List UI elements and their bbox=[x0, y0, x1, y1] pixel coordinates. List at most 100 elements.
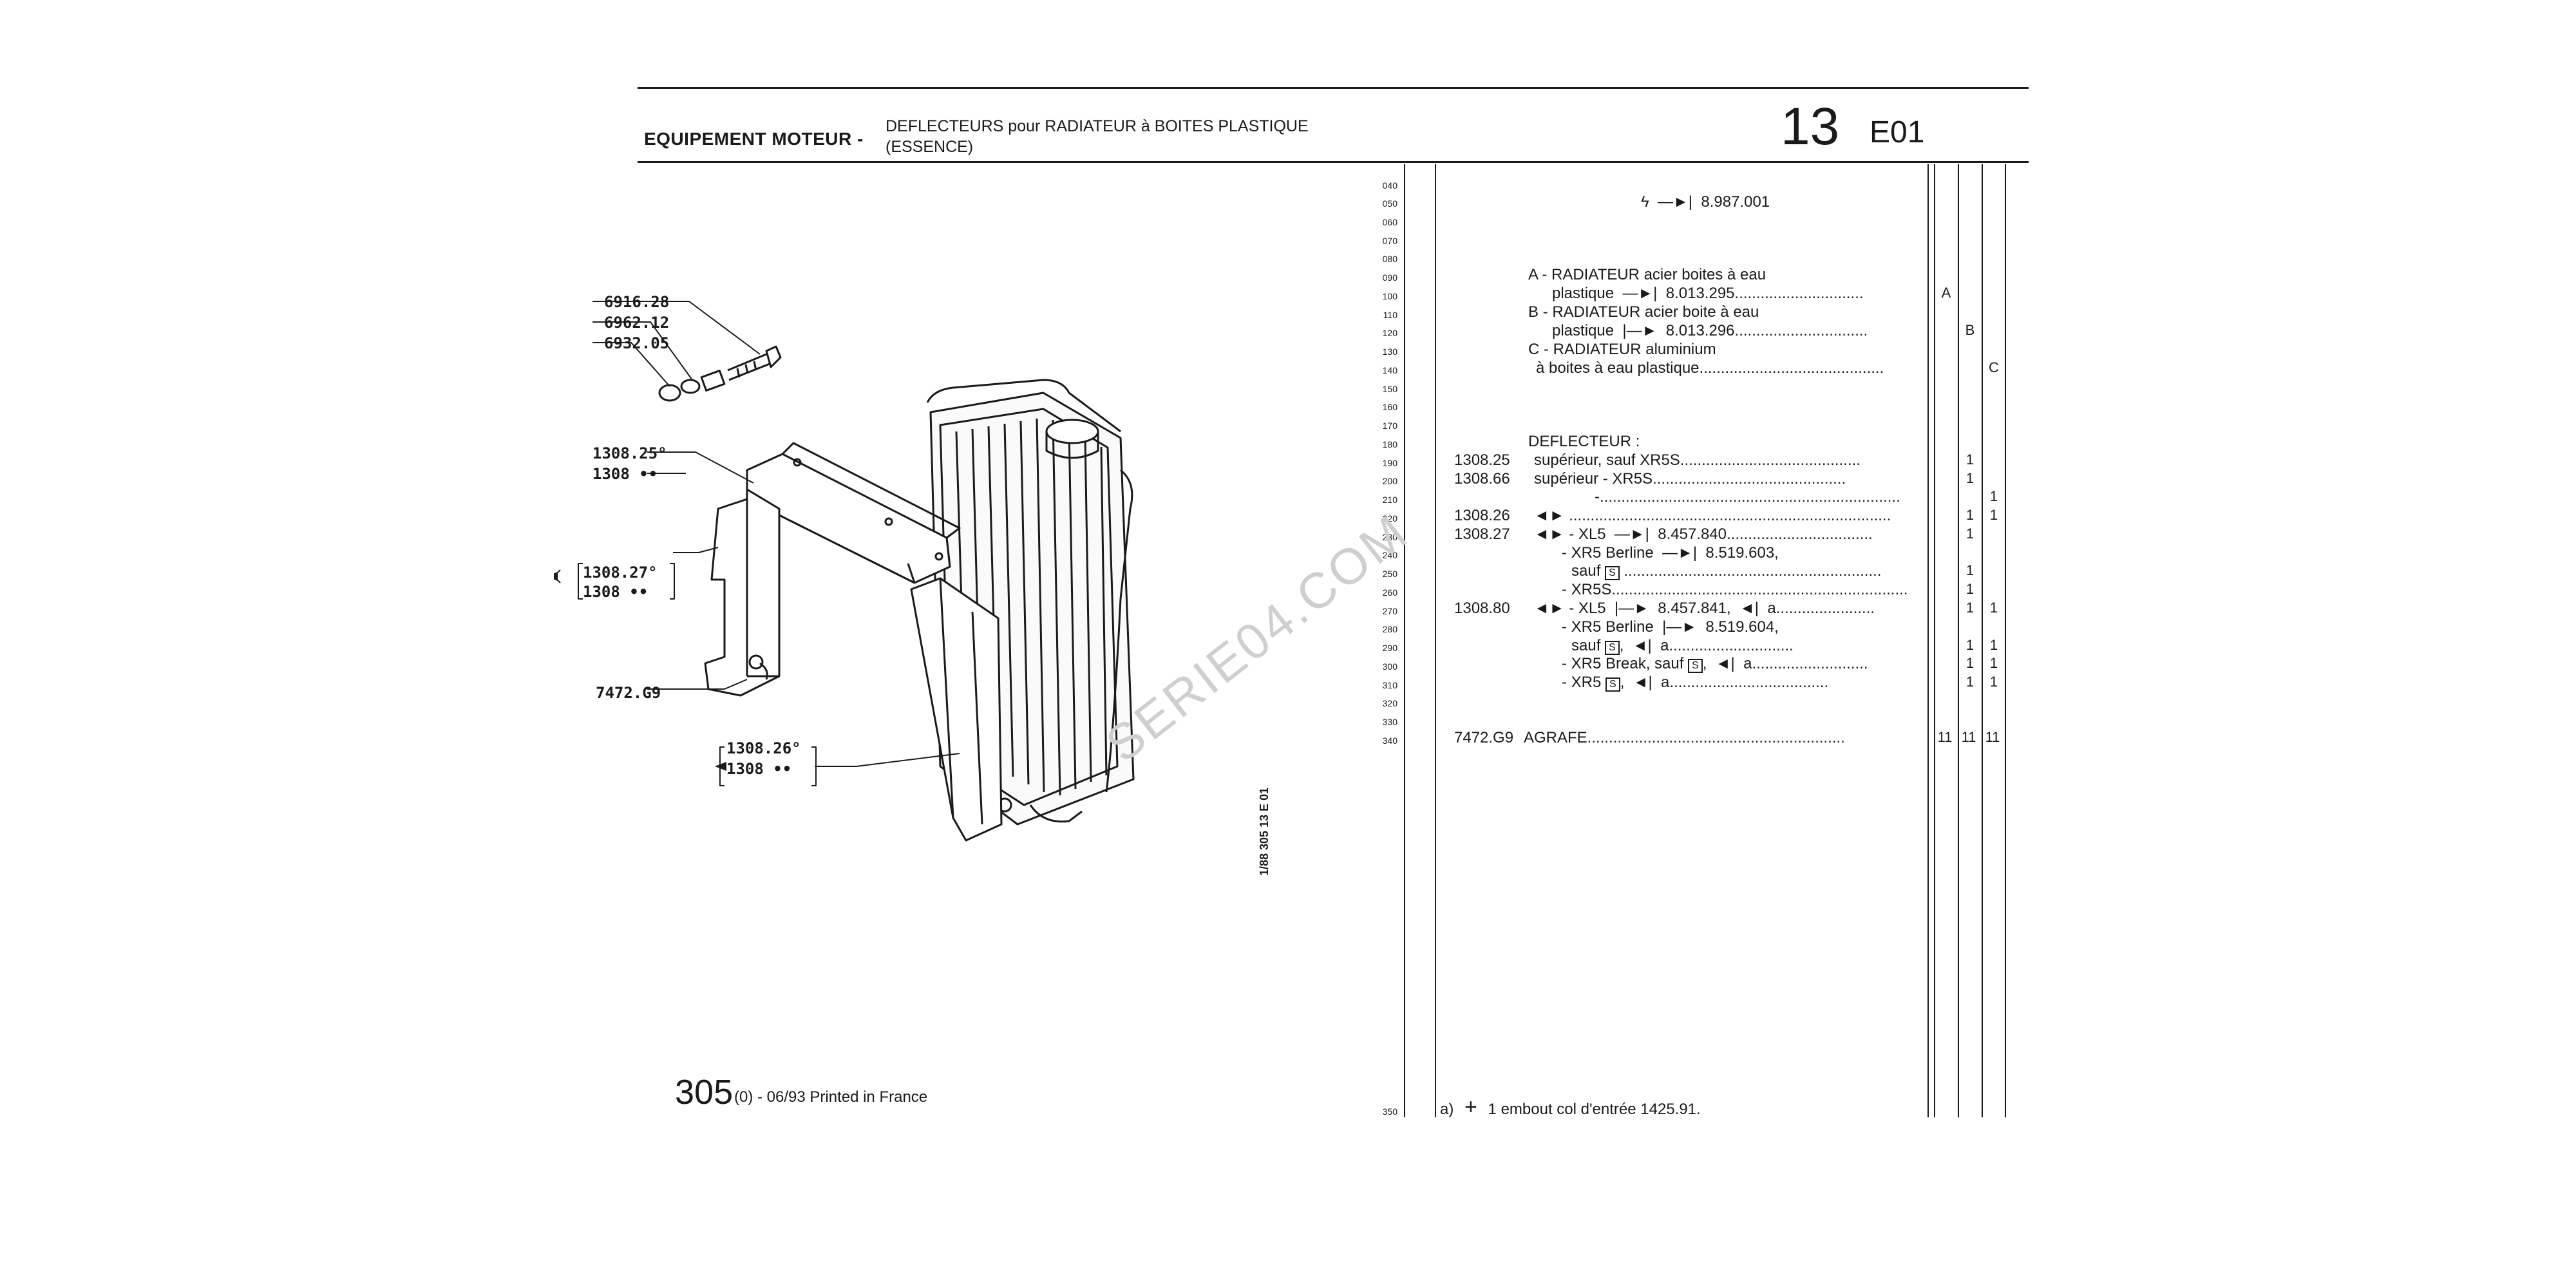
qty-cell: 1 bbox=[1965, 470, 1975, 486]
line-number: 190 bbox=[1382, 458, 1397, 468]
callout-6962-12: 6962.12 bbox=[604, 314, 670, 332]
table-row: - XR5 Break, sauf S, ◄| a...............… bbox=[1562, 655, 1868, 673]
table-row: AGRAFE..................................… bbox=[1524, 729, 1845, 746]
page-title: DEFLECTEURS pour RADIATEUR à BOITES PLAS… bbox=[886, 116, 1309, 157]
line-number: 250 bbox=[1382, 569, 1397, 579]
arrow-to-bar-icon: —►| bbox=[1618, 285, 1662, 302]
variant-b: B bbox=[1965, 322, 1975, 338]
part-ref: 1308.80 bbox=[1454, 600, 1510, 617]
line-number: 060 bbox=[1382, 217, 1397, 227]
line-number: 330 bbox=[1382, 717, 1397, 727]
callout-1308: 1308 •• bbox=[726, 760, 792, 778]
footer-info: (0) - 06/93 Printed in France bbox=[734, 1088, 928, 1106]
left-right-arrow-icon: ◄► bbox=[1534, 526, 1565, 543]
variant-c: C bbox=[1989, 359, 1999, 375]
group-code: E01 bbox=[1870, 115, 1925, 149]
bar-to-arrow-icon: |—► bbox=[1610, 600, 1654, 617]
line-number: 080 bbox=[1382, 254, 1397, 264]
left-right-arrow-icon: ◄► bbox=[1534, 600, 1565, 617]
callout-6916-28: 6916.28 bbox=[604, 293, 670, 311]
line-number: 340 bbox=[1382, 735, 1397, 746]
table-row: ◄► - XL5 —►| 8.457.840..................… bbox=[1534, 526, 1873, 543]
line-number: 040 bbox=[1382, 180, 1397, 191]
top-rule bbox=[638, 87, 2029, 89]
section-title: EQUIPEMENT MOTEUR - bbox=[644, 129, 864, 149]
part-ref: 1308.25 bbox=[1454, 451, 1510, 469]
header-rule bbox=[638, 161, 2029, 163]
line-number: 310 bbox=[1382, 680, 1397, 690]
table-row: C - RADIATEUR aluminium bbox=[1528, 341, 1716, 358]
table-row: ϟ —►| 8.987.001 bbox=[1641, 193, 1770, 211]
line-number: 300 bbox=[1382, 661, 1397, 672]
table-row: - XR5S..................................… bbox=[1562, 581, 1908, 598]
table-row: supérieur - XR5S........................… bbox=[1534, 470, 1846, 488]
line-number: 050 bbox=[1382, 198, 1397, 209]
table-row: - XR5 Berline —►| 8.519.603, bbox=[1562, 544, 1779, 562]
qty-cell: 11 bbox=[1937, 729, 1953, 745]
left-triangle-icon: ◄| bbox=[1628, 637, 1656, 654]
table-row: - XR5 S, ◄| a...........................… bbox=[1562, 674, 1829, 692]
qty-cell: 1 bbox=[1965, 600, 1975, 616]
line-number: 350 bbox=[1382, 1106, 1397, 1117]
table-rule-1 bbox=[1404, 164, 1405, 1117]
line-number: 200 bbox=[1382, 476, 1397, 486]
qty-cell: 1 bbox=[1989, 637, 1998, 653]
footnote: a) + 1 embout col d'entrée 1425.91. bbox=[1440, 1095, 1701, 1119]
qty-cell: 1 bbox=[1989, 507, 1998, 523]
fastener-drawing bbox=[658, 345, 782, 402]
qty-cell: 1 bbox=[1965, 526, 1975, 542]
line-number: 210 bbox=[1382, 495, 1397, 505]
part-ref: 7472.G9 bbox=[1454, 729, 1514, 746]
variant-arrow-icon bbox=[554, 572, 558, 581]
part-ref: 1308.26 bbox=[1454, 507, 1510, 524]
qty-cell: 1 bbox=[1965, 655, 1975, 671]
qty-cell: 11 bbox=[1961, 729, 1976, 745]
table-row: sauf S, ◄| a............................… bbox=[1571, 637, 1794, 655]
bar-to-arrow-icon: |—► bbox=[1658, 618, 1701, 636]
line-number: 140 bbox=[1382, 365, 1397, 375]
line-number: 320 bbox=[1382, 698, 1397, 708]
table-row: - XR5 Berline |—► 8.519.604, bbox=[1562, 618, 1779, 636]
line-number: 220 bbox=[1382, 513, 1397, 524]
line-number: 180 bbox=[1382, 439, 1397, 450]
table-row: plastique —►| 8.013.295.................… bbox=[1552, 285, 1864, 302]
line-number: 090 bbox=[1382, 272, 1397, 283]
bar-to-arrow-icon: |—► bbox=[1618, 322, 1662, 339]
callout-6932-05: 6932.05 bbox=[604, 334, 670, 352]
qty-cell: 1 bbox=[1965, 562, 1975, 578]
part-ref: 1308.66 bbox=[1454, 470, 1510, 488]
table-row: B - RADIATEUR acier boite à eau bbox=[1528, 303, 1759, 321]
line-number: 280 bbox=[1382, 624, 1397, 634]
qty-cell: 1 bbox=[1965, 507, 1975, 523]
table-row: ◄► - XL5 |—► 8.457.841, ◄| a............… bbox=[1534, 600, 1875, 617]
exploded-view-diagram bbox=[554, 301, 1135, 842]
table-row: à boites à eau plastique................… bbox=[1536, 359, 1884, 377]
table-row: ◄► .....................................… bbox=[1534, 507, 1891, 524]
line-number: 170 bbox=[1382, 421, 1397, 431]
table-row: A - RADIATEUR acier boites à eau bbox=[1528, 266, 1766, 283]
table-row: plastique |—► 8.013.296.................… bbox=[1552, 322, 1868, 339]
callout-leaders bbox=[554, 301, 960, 767]
line-number: 160 bbox=[1382, 402, 1397, 412]
s-badge: S bbox=[1605, 677, 1620, 692]
s-badge: S bbox=[1688, 659, 1703, 673]
callout-1308-25: 1308.25° bbox=[592, 444, 667, 462]
arrow-to-bar-icon: —►| bbox=[1653, 193, 1697, 211]
line-number: 110 bbox=[1383, 310, 1397, 320]
callout-1308-27: 1308.27° bbox=[583, 564, 658, 582]
s-badge: S bbox=[1605, 566, 1620, 580]
line-number: 230 bbox=[1382, 532, 1397, 542]
table-row: sauf S .................................… bbox=[1571, 562, 1882, 580]
plus-icon: + bbox=[1464, 1095, 1477, 1119]
page-number: 305 bbox=[675, 1073, 734, 1112]
callout-7472-g9: 7472.G9 bbox=[596, 684, 661, 702]
qty-rule-1 bbox=[1927, 164, 1929, 1117]
qty-rule-3 bbox=[1958, 164, 1959, 1117]
qty-cell: 1 bbox=[1989, 488, 1998, 504]
qty-cell: 11 bbox=[1985, 729, 2000, 745]
line-number: 150 bbox=[1382, 384, 1397, 394]
left-right-arrow-icon: ◄► bbox=[1534, 507, 1565, 524]
arrow-to-bar-icon: —►| bbox=[1658, 544, 1701, 562]
line-number: 260 bbox=[1382, 587, 1397, 598]
table-row: supérieur, sauf XR5S....................… bbox=[1534, 451, 1861, 469]
